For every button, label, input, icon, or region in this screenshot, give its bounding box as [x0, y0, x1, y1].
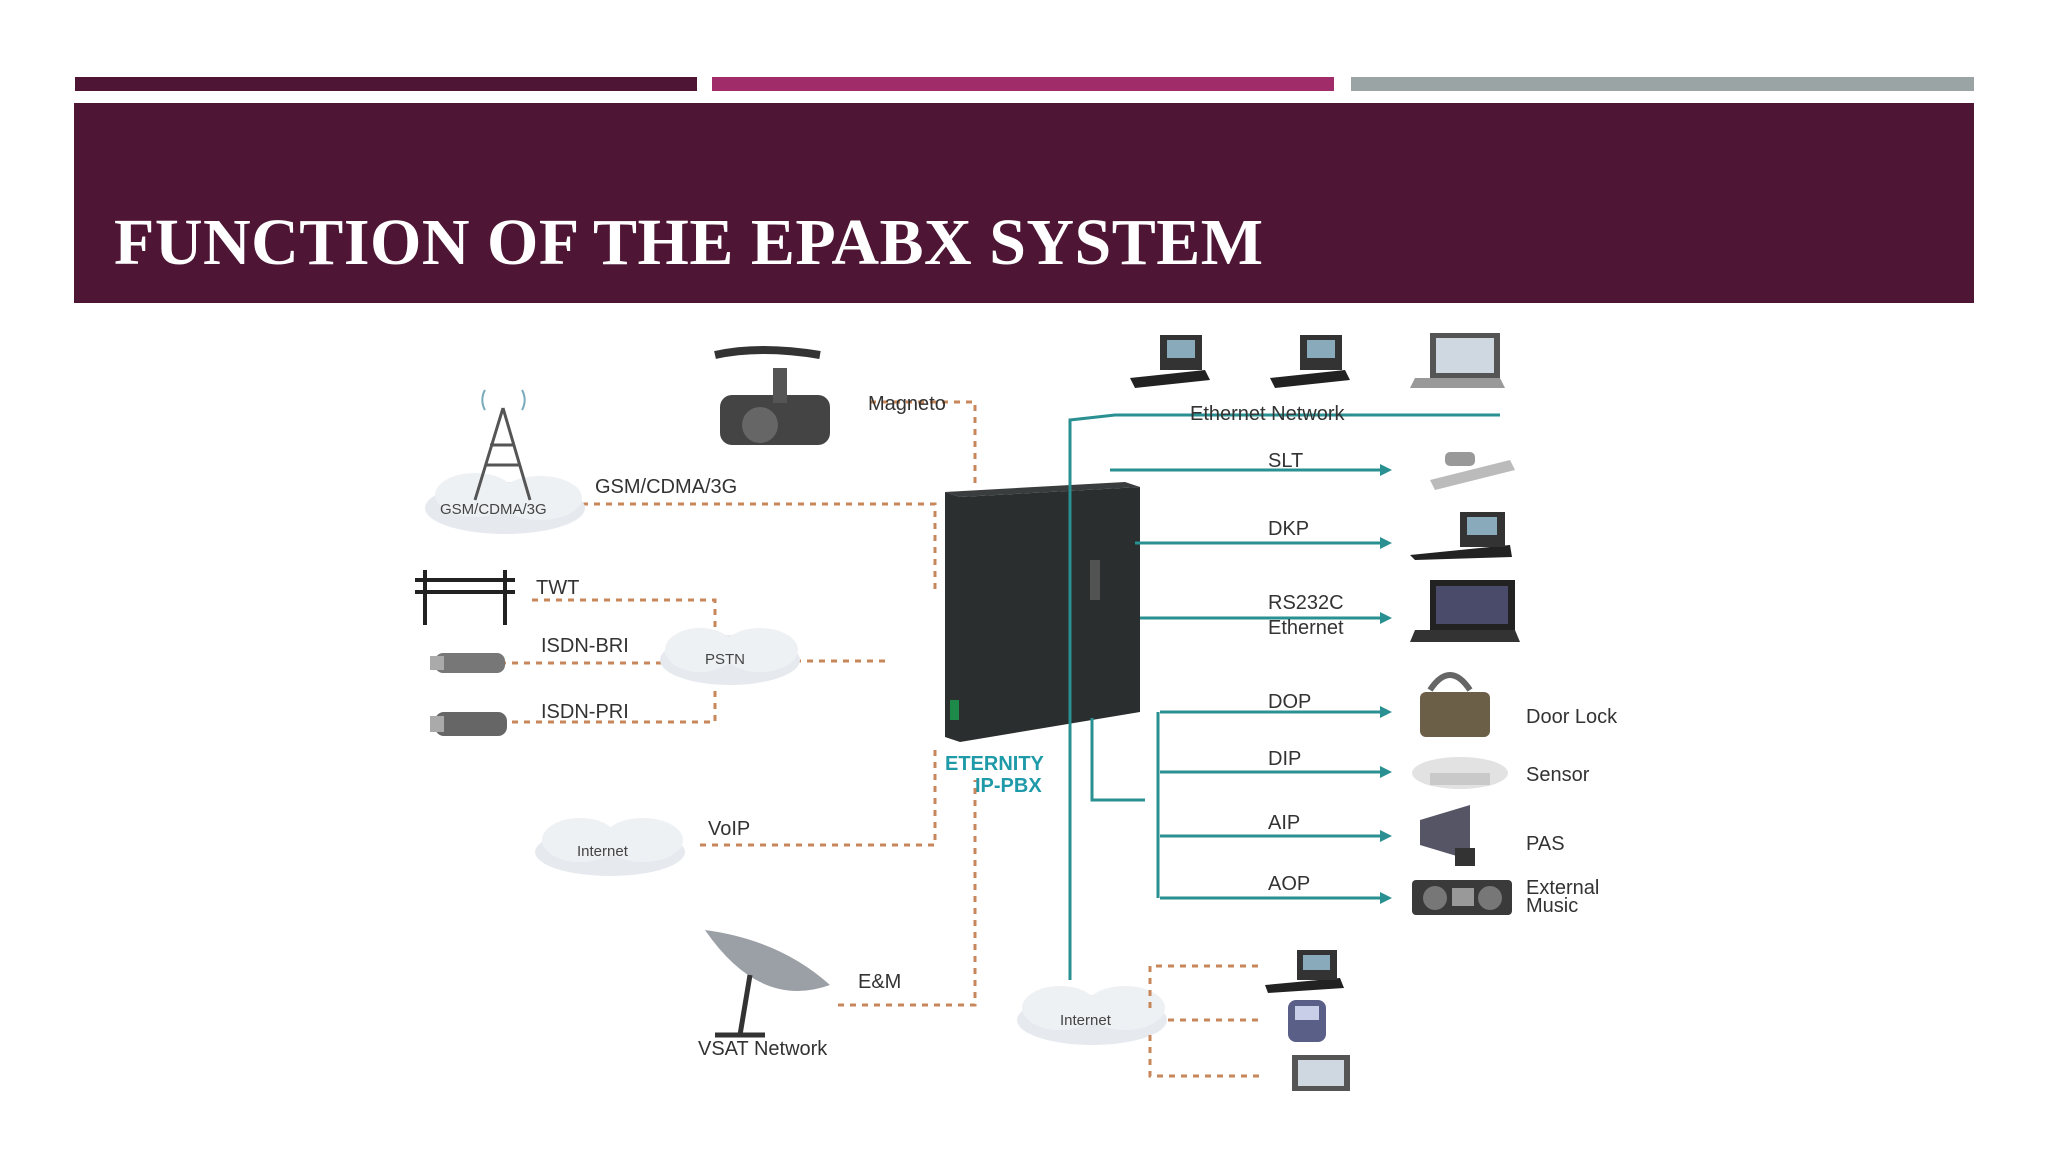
- slt-label: SLT: [1268, 450, 1303, 472]
- pbx-label-line2: IP-PBX: [975, 775, 1042, 797]
- slt-phone-icon: [1430, 452, 1515, 490]
- gsm-cloud-label: GSM/CDMA/3G: [440, 501, 547, 518]
- dip-label: DIP: [1268, 748, 1301, 770]
- aip-label: AIP: [1268, 812, 1300, 834]
- laptop-top-icon: [1410, 333, 1505, 388]
- satellite-dish-icon: [705, 930, 830, 1038]
- internet-left-label: Internet: [577, 843, 629, 860]
- voip-label: VoIP: [708, 818, 750, 840]
- door-lock-icon: [1420, 672, 1490, 737]
- cell-tower-icon: [425, 389, 585, 534]
- title-band: [74, 103, 1974, 303]
- pbx-label-line1: ETERNITY: [945, 753, 1045, 775]
- rs232c-label: RS232C: [1268, 592, 1344, 614]
- isdn-bri-connector-icon: [430, 653, 505, 673]
- gsm-link-label: GSM/CDMA/3G: [595, 476, 737, 498]
- isdn-bri-label: ISDN-BRI: [541, 635, 629, 657]
- boombox-icon: [1412, 880, 1512, 915]
- ip-phone-bottom-icon: [1265, 950, 1344, 993]
- magneto-label: Magneto: [868, 393, 946, 415]
- right-connectors: [1068, 413, 1500, 980]
- laptop-bottom-icon: [1292, 1055, 1350, 1091]
- pstn-cloud-icon: [660, 628, 800, 685]
- twt-label: TWT: [536, 577, 579, 599]
- external-music-label-2: Music: [1526, 895, 1578, 917]
- vsat-label: VSAT Network: [698, 1038, 828, 1060]
- pas-label: PAS: [1526, 833, 1565, 855]
- left-connectors: [500, 400, 977, 1007]
- internet-branch-lines: [1148, 964, 1260, 1078]
- pstn-label: PSTN: [705, 651, 745, 668]
- ethernet-network-label: Ethernet Network: [1190, 403, 1346, 425]
- smoke-sensor-icon: [1412, 757, 1508, 789]
- dkp-phone-icon: [1410, 512, 1512, 560]
- connector-arrowheads: [1380, 464, 1392, 904]
- door-lock-label: Door Lock: [1526, 706, 1618, 728]
- internet-bottom-label: Internet: [1060, 1012, 1112, 1029]
- ethernet-label: Ethernet: [1268, 617, 1344, 639]
- sensor-label: Sensor: [1526, 764, 1590, 786]
- telephone-pole-icon: [415, 570, 515, 625]
- external-music-label-1: External: [1526, 877, 1599, 899]
- accent-bar-gray: [1351, 77, 1974, 91]
- isdn-pri-label: ISDN-PRI: [541, 701, 629, 723]
- accent-bar-dark: [75, 77, 697, 91]
- dop-label: DOP: [1268, 691, 1311, 713]
- isdn-pri-connector-icon: [430, 712, 507, 736]
- internet-cloud-icon: [535, 818, 685, 876]
- mobile-device-icon: [1288, 1000, 1326, 1042]
- internet-bottom-cloud-icon: [1017, 986, 1167, 1045]
- page-title: FUNCTION OF THE EPABX SYSTEM: [114, 206, 1264, 279]
- magneto-phone-icon: [714, 346, 830, 445]
- em-label: E&M: [858, 971, 901, 993]
- aop-label: AOP: [1268, 873, 1310, 895]
- dkp-label: DKP: [1268, 518, 1309, 540]
- pbx-unit-icon: [945, 482, 1140, 742]
- accent-bar-magenta: [712, 77, 1334, 91]
- ip-phone-top-2-icon: [1270, 335, 1350, 388]
- rs232c-laptop-icon: [1410, 580, 1520, 642]
- ip-phone-top-1-icon: [1130, 335, 1210, 388]
- pas-speaker-icon: [1420, 805, 1475, 866]
